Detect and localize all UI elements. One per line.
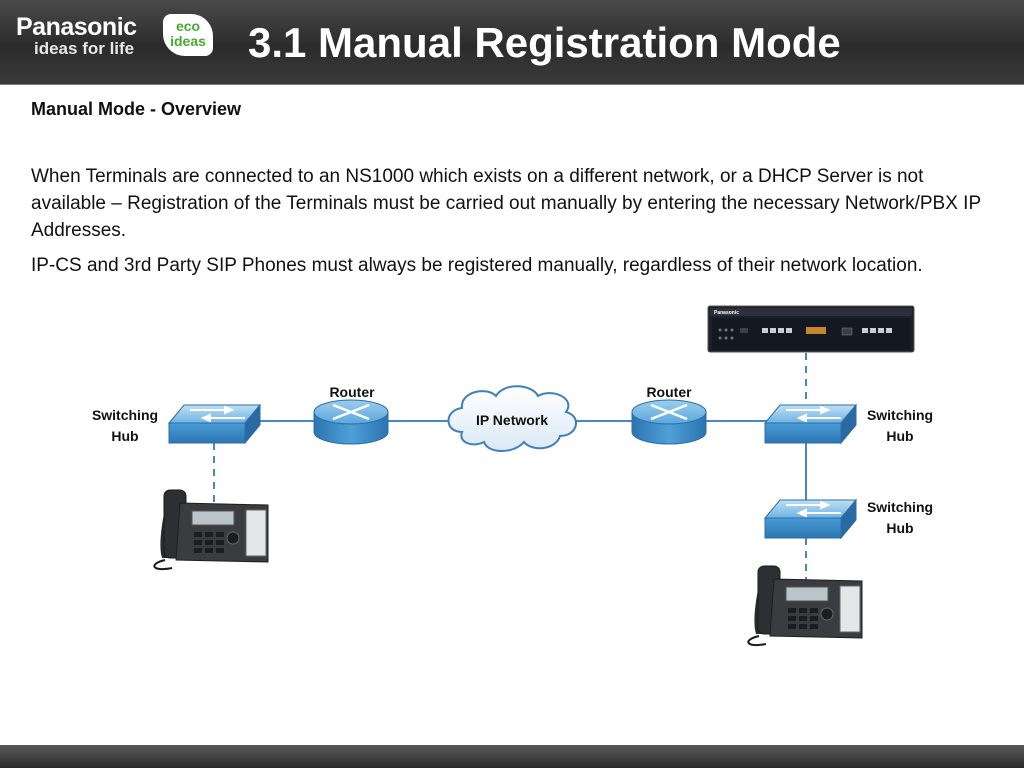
- router-right: [631, 399, 707, 445]
- section-subtitle: Manual Mode - Overview: [31, 99, 242, 119]
- brand-tagline: ideas for life: [34, 39, 135, 58]
- router-right-label: Router: [646, 384, 692, 400]
- hub-right-bottom-label-line1: Switching: [867, 499, 933, 515]
- hub-right-top-label-line1: Switching: [867, 407, 933, 423]
- ideas-label: ideas: [170, 33, 206, 49]
- page-title: 3.1 Manual Registration Mode: [248, 19, 841, 66]
- header-bar: Panasonic ideas for life eco ideas 3.1 M…: [0, 0, 1024, 85]
- hub-right-bottom-label-line2: Hub: [886, 520, 913, 536]
- manual-registration-note: IP-CS and 3rd Party SIP Phones must alwa…: [31, 255, 923, 276]
- switching-hub-left: [167, 403, 262, 445]
- ns1000-pbx-unit: Panasonic: [707, 305, 915, 353]
- router-left-label: Router: [329, 384, 375, 400]
- hub-left-label-line2: Hub: [111, 428, 138, 444]
- eco-ideas-logo: eco ideas: [163, 14, 213, 56]
- cloud-label: IP Network: [476, 412, 548, 428]
- switching-hub-right-top: [763, 403, 858, 445]
- hub-right-top-label-line2: Hub: [886, 428, 913, 444]
- router-left: [313, 399, 389, 445]
- panasonic-logo: Panasonic ideas for life: [16, 14, 137, 58]
- hub-left-label-line1: Switching: [92, 407, 158, 423]
- solid-links: [255, 420, 807, 502]
- ip-phone-left: [153, 489, 269, 570]
- footer-bar: [0, 745, 1024, 768]
- dashed-links: [213, 353, 807, 585]
- pbx-brand-label: Panasonic: [714, 310, 739, 316]
- brand-name: Panasonic: [16, 13, 137, 41]
- eco-label: eco: [175, 18, 201, 34]
- ip-phone-right: [747, 565, 863, 646]
- overview-paragraph: When Terminals are connected to an NS100…: [31, 166, 981, 241]
- network-diagram: Panasonic Router Router IP Network: [92, 305, 933, 646]
- ip-network-cloud: [447, 385, 577, 452]
- eco-leaf-icon: [163, 14, 213, 56]
- switching-hub-right-bottom: [763, 498, 858, 540]
